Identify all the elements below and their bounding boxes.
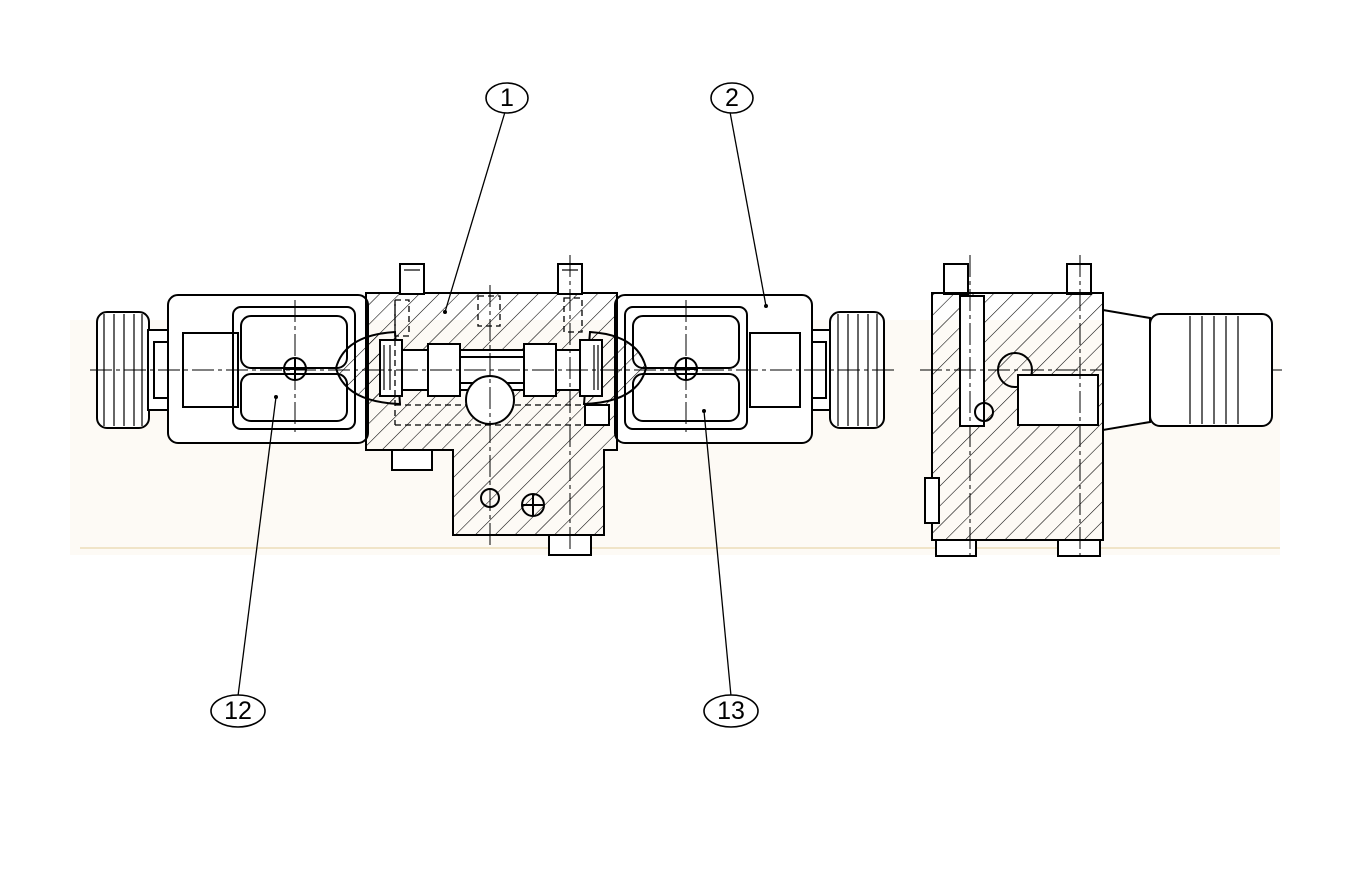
balloon-12: 12 [210,694,266,728]
leader-lines [237,111,767,697]
left-connector-nut [96,311,169,429]
balloon-12-label: 12 [224,697,252,725]
balloon-13-label: 13 [717,697,745,725]
balloon-13: 13 [703,694,759,728]
front-view [90,255,895,556]
valve-body-section [334,263,648,556]
balloon-2: 2 [710,82,754,114]
balloon-2-label: 2 [725,84,739,112]
balloon-1-label: 1 [500,84,514,112]
balloon-1: 1 [485,82,529,114]
side-view [920,255,1285,557]
